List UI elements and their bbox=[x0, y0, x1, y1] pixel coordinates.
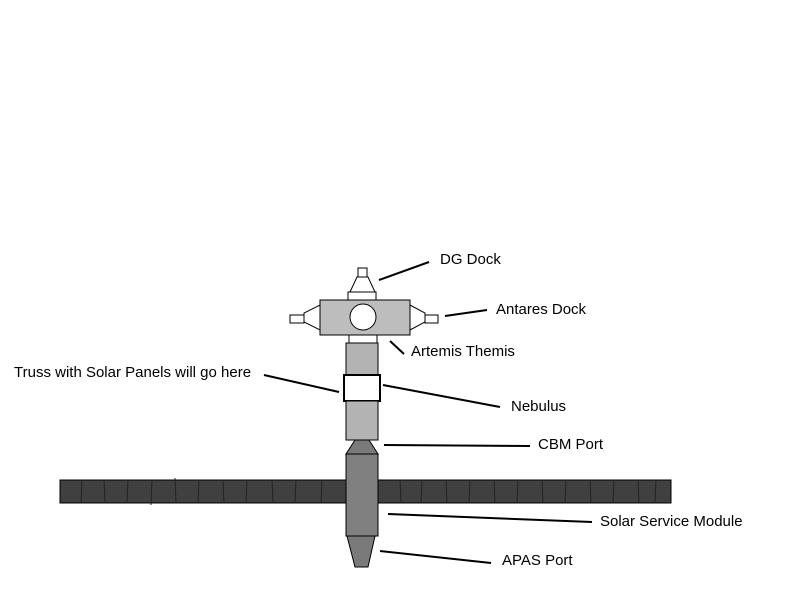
solar-service-module-label: Solar Service Module bbox=[600, 513, 743, 530]
cbm-port-label: CBM Port bbox=[538, 436, 604, 453]
solar-service-module-shape bbox=[345, 453, 379, 537]
artemis-themis-shape bbox=[348, 334, 378, 344]
antares-dock-label: Antares Dock bbox=[496, 301, 587, 318]
leader-apas-port bbox=[379, 550, 492, 564]
nebulus-lower-shape bbox=[345, 400, 379, 441]
nebulus-upper-shape bbox=[345, 342, 379, 376]
dg-dock-shape bbox=[347, 267, 377, 301]
solar-panel-cell-lines bbox=[80, 477, 657, 506]
leader-antares-dock bbox=[444, 309, 488, 317]
solar-array bbox=[59, 477, 672, 506]
nebulus-label: Nebulus bbox=[511, 398, 567, 415]
leader-dg-dock bbox=[378, 261, 430, 281]
dg-dock-label: DG Dock bbox=[440, 251, 501, 268]
apas-port-label: APAS Port bbox=[502, 552, 573, 569]
artemis-themis-label: Artemis Themis bbox=[411, 343, 515, 360]
truss-label: Truss with Solar Panels will go here bbox=[14, 364, 252, 381]
leader-artemis-themis bbox=[389, 340, 405, 355]
hub-window bbox=[349, 303, 377, 331]
apas-port-shape bbox=[346, 535, 376, 568]
leader-nebulus bbox=[382, 384, 501, 408]
cbm-port-shape bbox=[345, 439, 379, 455]
leader-solar-service-module bbox=[387, 513, 593, 523]
leader-cbm-port bbox=[383, 444, 531, 447]
leader-lines bbox=[263, 261, 593, 564]
antares-dock-left-shape bbox=[289, 304, 321, 331]
leader-truss bbox=[263, 374, 340, 393]
antares-dock-right-shape bbox=[409, 304, 439, 331]
solar-panel-left bbox=[59, 479, 347, 504]
nebulus-ring-shape bbox=[343, 374, 381, 402]
